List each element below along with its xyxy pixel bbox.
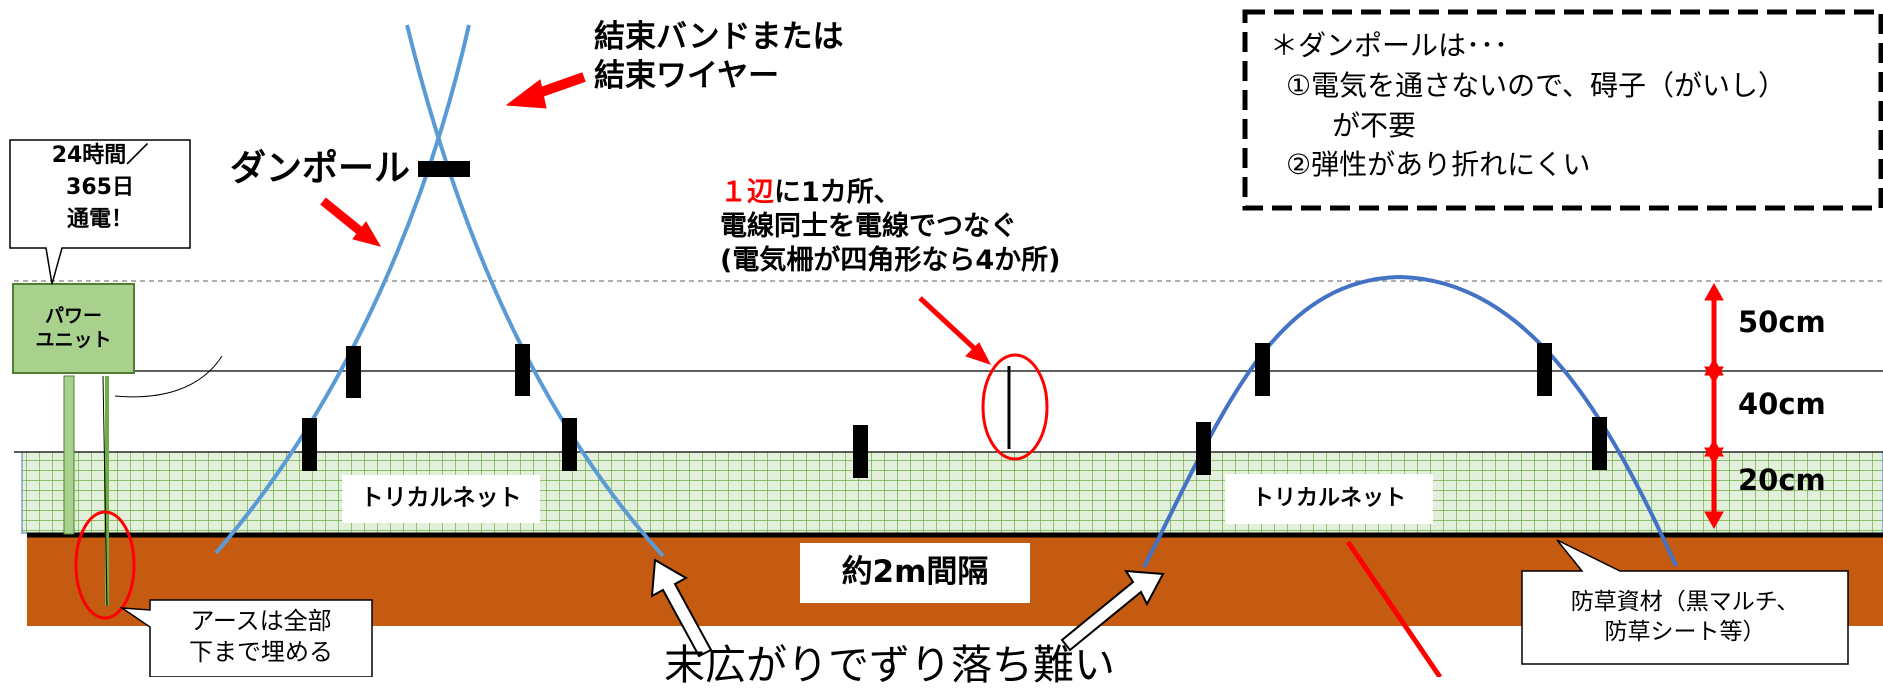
arrow-head (1704, 366, 1724, 385)
fence-diagram (9, 9, 1883, 677)
net-mesh (21, 451, 1883, 534)
earth-callout (119, 599, 373, 677)
power-note-callout (9, 139, 191, 285)
clip (346, 346, 361, 398)
power-unit-post (63, 375, 75, 535)
net-label-box-right (1225, 474, 1433, 524)
tie-band (418, 161, 470, 177)
arrow-head (352, 221, 382, 247)
bottom-caption: 末広がりでずり落ち難い (664, 641, 1115, 689)
connect-note: １辺に1カ所、 電線同士を電線でつなぐ (電気柵が四角形なら4か所) (720, 177, 1061, 276)
net-label-left: トリカルネット (360, 485, 522, 511)
clip (1537, 343, 1552, 396)
net-label-right: トリカルネット (1251, 486, 1406, 511)
notes-text: ＊ダンポールは･･･ ①電気を通さないので、碍子（がいし） が不要 ②弾性があり… (1270, 29, 1786, 182)
arrow-head (1704, 511, 1724, 530)
earth-highlight (74, 510, 136, 620)
clip (1255, 343, 1270, 396)
arrow-head (965, 342, 992, 365)
tie-band-label: 結束バンドまたは 結束ワイヤー (594, 19, 844, 94)
power-note-text: 24時間／ 365日 通電！ (51, 143, 149, 232)
connect-note-red: １辺 (720, 177, 774, 208)
earth-wire (102, 375, 108, 607)
clip (302, 418, 317, 471)
earth-note: アースは全部 下まで埋める (189, 607, 333, 667)
danpole-label: ダンポール (230, 148, 411, 189)
danpole-left (214, 24, 471, 555)
arrow-head (505, 79, 547, 109)
lead-wire (114, 355, 223, 398)
weed-callout (1521, 539, 1849, 665)
power-unit-label: パワー ユニット (35, 305, 112, 351)
weed-note: 防草資材（黒マルチ、 防草シート等） (1570, 589, 1800, 645)
connector-highlight (981, 353, 1049, 461)
clip (562, 418, 577, 471)
outline-arrow (1060, 569, 1165, 652)
clip (1592, 417, 1607, 470)
clip (853, 425, 868, 478)
spacing-label: 約2m間隔 (841, 554, 989, 590)
danpole-arch (1142, 274, 1678, 568)
spacing-label-box (800, 543, 1030, 603)
clip (515, 344, 530, 396)
danpole-right (405, 24, 665, 558)
notes-box (1242, 9, 1883, 211)
clip (1196, 422, 1211, 475)
arrow-head (1704, 447, 1724, 466)
arrow-head (1704, 282, 1724, 301)
power-unit-box (12, 283, 135, 374)
outline-arrow (650, 558, 713, 658)
height-50-label: 50cm (1738, 305, 1826, 339)
net-label-box-left (342, 475, 540, 523)
height-20-label: 20cm (1738, 463, 1826, 497)
height-40-label: 40cm (1738, 387, 1826, 421)
